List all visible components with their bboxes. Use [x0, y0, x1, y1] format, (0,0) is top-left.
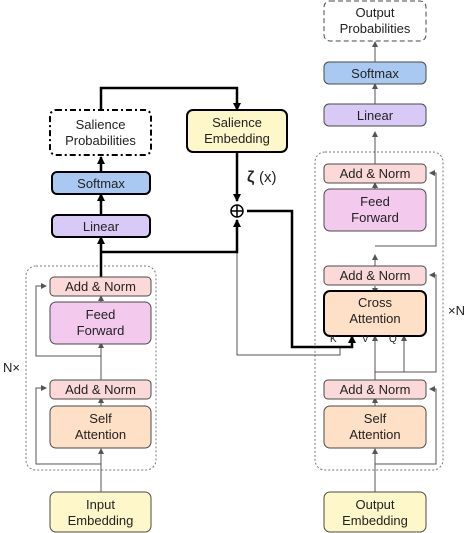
salience-probabilities-line1: Salience [76, 117, 126, 132]
decoder-add-norm-1-block: Add & Norm [323, 379, 427, 400]
encoder-add-norm-1-block: Add & Norm [49, 379, 152, 400]
cross-attention-key-label: K [330, 334, 337, 345]
input-embedding-block: Input Embedding [49, 491, 152, 533]
decoder-self-attention-line2: Attention [349, 427, 400, 442]
output-probabilities-line1: Output [355, 5, 394, 20]
salience-softmax-block: Softmax [51, 171, 151, 195]
salience-embedding-line1: Salience [212, 115, 262, 130]
salience-probabilities-block: Salience Probabilities [49, 109, 152, 156]
cross-attention-block: Cross Attention [323, 290, 427, 337]
encoder-self-attention-block: Self Attention [49, 405, 152, 449]
cross-attention-value-label: V [362, 334, 369, 345]
encoder-repeat-label: N× [3, 360, 20, 375]
output-probabilities-block: Output Probabilities [323, 0, 427, 42]
decoder-feed-forward-line1: Feed [360, 194, 390, 209]
cross-attention-line2: Attention [349, 311, 400, 326]
cross-attention-query-label: Q [389, 334, 397, 345]
decoder-softmax-block: Softmax [323, 61, 427, 85]
decoder-softmax-label: Softmax [351, 66, 399, 81]
salience-linear-block: Linear [51, 214, 151, 238]
output-embedding-line1: Output [355, 497, 394, 512]
salience-embedding-block: Salience Embedding [186, 109, 288, 153]
decoder-feed-forward-line2: Forward [351, 210, 399, 225]
zeta-symbol: ζ [247, 169, 255, 186]
zeta-label: ζ (x) [247, 169, 277, 186]
decoder-add-norm-2-block: Add & Norm [323, 265, 427, 286]
decoder-repeat-label: ×N [448, 303, 465, 318]
decoder-stack-container [314, 151, 444, 471]
encoder-stack-container [25, 265, 157, 471]
bold-connections [97, 86, 356, 349]
encoder-self-attention-line2: Attention [75, 427, 126, 442]
decoder-add-norm-3-block: Add & Norm [323, 163, 427, 184]
decoder-add-norm-3-label: Add & Norm [340, 166, 411, 181]
encoder-feed-forward-block: Feed Forward [49, 301, 152, 345]
salience-softmax-label: Softmax [77, 176, 125, 191]
decoder-feed-forward-block: Feed Forward [323, 188, 427, 232]
decoder-add-norm-1-label: Add & Norm [340, 382, 411, 397]
input-embedding-line2: Embedding [68, 513, 134, 528]
encoder-self-attention-line1: Self [89, 411, 112, 426]
encoder-feed-forward-line1: Feed [86, 307, 116, 322]
output-embedding-block: Output Embedding [323, 491, 427, 533]
encoder-add-norm-1-label: Add & Norm [65, 382, 136, 397]
residual-connections [35, 41, 437, 492]
decoder-self-attention-line1: Self [364, 411, 387, 426]
decoder-linear-block: Linear [323, 103, 427, 127]
sum-node [230, 204, 244, 218]
output-probabilities-line2: Probabilities [340, 21, 411, 36]
encoder-add-norm-2-block: Add & Norm [49, 276, 152, 297]
salience-linear-label: Linear [83, 219, 120, 234]
salience-embedding-line2: Embedding [204, 131, 270, 146]
zeta-argument: (x) [259, 169, 277, 186]
cross-attention-line1: Cross [358, 295, 392, 310]
decoder-self-attention-block: Self Attention [323, 405, 427, 449]
encoder-feed-forward-line2: Forward [77, 323, 125, 338]
decoder-linear-label: Linear [357, 108, 394, 123]
salience-probabilities-line2: Probabilities [65, 133, 136, 148]
decoder-add-norm-2-label: Add & Norm [340, 268, 411, 283]
encoder-add-norm-2-label: Add & Norm [65, 279, 136, 294]
input-embedding-line1: Input [86, 497, 115, 512]
output-embedding-line2: Embedding [342, 513, 408, 528]
